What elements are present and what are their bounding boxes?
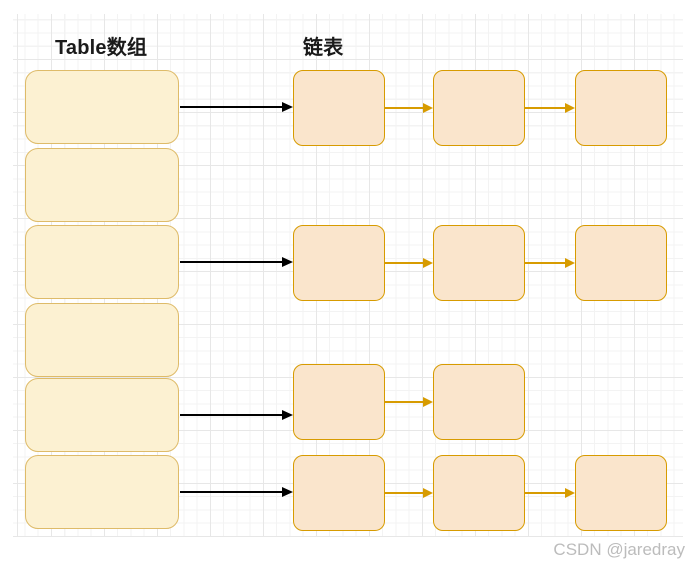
- link-arrow-chain2-1-shaft: [385, 262, 424, 264]
- link-arrow-chain1-2-shaft: [525, 107, 566, 109]
- link-arrow-chain4-1: [385, 488, 433, 498]
- table-arrow-slot5-shaft: [180, 414, 284, 416]
- table-arrow-slot3-shaft: [180, 261, 284, 263]
- link-arrow-chain2-2: [525, 258, 575, 268]
- link-arrow-chain2-2-head: [565, 258, 575, 268]
- link-arrow-chain4-1-head: [423, 488, 433, 498]
- link-arrow-chain3-1: [385, 397, 433, 407]
- table-arrow-slot5: [180, 410, 293, 420]
- table-slot-5: [25, 378, 179, 452]
- link-arrow-chain1-1-head: [423, 103, 433, 113]
- chain-2-node-3: [575, 225, 667, 301]
- link-arrow-chain1-1-shaft: [385, 107, 424, 109]
- table-slot-2: [25, 148, 179, 222]
- link-arrow-chain2-2-shaft: [525, 262, 566, 264]
- table-arrow-slot6-shaft: [180, 491, 284, 493]
- table-arrow-slot1-shaft: [180, 106, 284, 108]
- table-slot-6: [25, 455, 179, 529]
- chain-2-node-2: [433, 225, 525, 301]
- table-arrow-slot1: [180, 102, 293, 112]
- link-arrow-chain2-1: [385, 258, 433, 268]
- watermark: CSDN @jaredray: [553, 540, 685, 559]
- table-arrow-slot5-head: [282, 410, 293, 420]
- table-arrow-slot3-head: [282, 257, 293, 267]
- link-arrow-chain4-2: [525, 488, 575, 498]
- link-arrow-chain4-2-shaft: [525, 492, 566, 494]
- link-arrow-chain1-2: [525, 103, 575, 113]
- linked-list-title: 链表: [303, 37, 344, 59]
- table-slot-1: [25, 70, 179, 144]
- table-arrow-slot3: [180, 257, 293, 267]
- chain-3-node-2: [433, 364, 525, 440]
- link-arrow-chain1-2-head: [565, 103, 575, 113]
- chain-1-node-2: [433, 70, 525, 146]
- chain-4-node-2: [433, 455, 525, 531]
- table-slot-4: [25, 303, 179, 377]
- link-arrow-chain3-1-head: [423, 397, 433, 407]
- table-arrow-slot1-head: [282, 102, 293, 112]
- link-arrow-chain2-1-head: [423, 258, 433, 268]
- chain-3-node-1: [293, 364, 385, 440]
- link-arrow-chain1-1: [385, 103, 433, 113]
- chain-4-node-1: [293, 455, 385, 531]
- table-arrow-slot6: [180, 487, 293, 497]
- link-arrow-chain3-1-shaft: [385, 401, 424, 403]
- link-arrow-chain4-2-head: [565, 488, 575, 498]
- link-arrow-chain4-1-shaft: [385, 492, 424, 494]
- chain-4-node-3: [575, 455, 667, 531]
- table-slot-3: [25, 225, 179, 299]
- chain-1-node-3: [575, 70, 667, 146]
- chain-2-node-1: [293, 225, 385, 301]
- table-array-title: Table数组: [55, 37, 148, 59]
- chain-1-node-1: [293, 70, 385, 146]
- table-arrow-slot6-head: [282, 487, 293, 497]
